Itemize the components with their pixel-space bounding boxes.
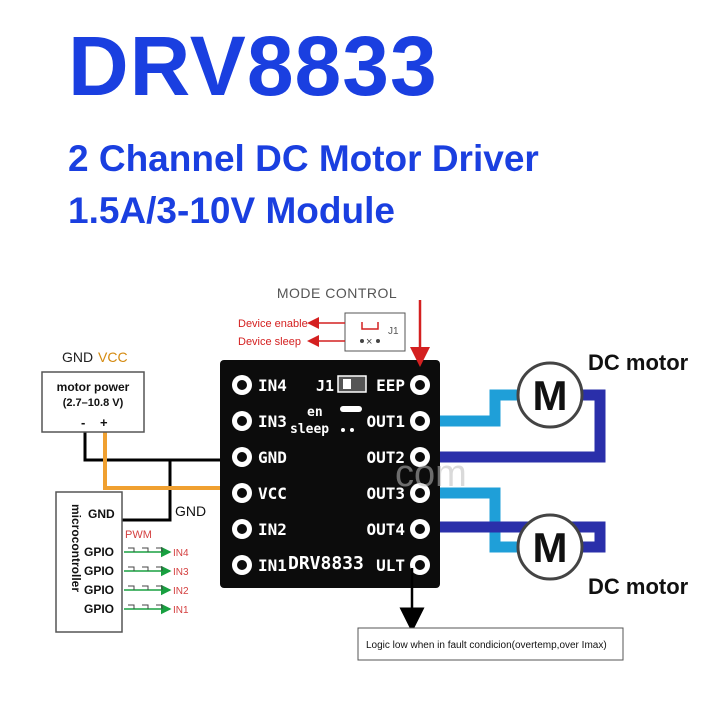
board-jumper-label: J1 xyxy=(316,377,334,395)
motor-power-range: (2.7–10.8 V) xyxy=(63,397,124,409)
board-jumper-block xyxy=(337,375,367,393)
pin-label-in3: IN3 xyxy=(258,412,287,431)
drv8833-board: IN4 IN3 GND VCC IN2 IN1 EEP OUT1 OUT2 OU… xyxy=(220,360,467,588)
pwm-signals xyxy=(124,546,172,615)
pin-label-in4: IN4 xyxy=(258,376,287,395)
left-pin-pads xyxy=(232,375,252,575)
power-vcc-label: VCC xyxy=(98,349,128,365)
motor-top: M DC motor xyxy=(516,350,689,429)
mode-control: MODE CONTROL × J1 Device enable Device s… xyxy=(238,285,430,367)
motor-bottom-wires xyxy=(420,487,606,553)
pin-label-out2: OUT2 xyxy=(366,448,405,467)
pin-label-out4: OUT4 xyxy=(366,520,405,539)
mode-jumper-label: J1 xyxy=(388,326,399,337)
gpio-label-4: GPIO xyxy=(84,602,114,616)
gpio-label-2: GPIO xyxy=(84,564,114,578)
mcu-gnd-wire-label: GND xyxy=(175,503,206,519)
motor-top-label: DC motor xyxy=(588,350,689,375)
pin-label-in2: IN2 xyxy=(258,520,287,539)
pwm-in3-label: IN3 xyxy=(173,567,189,578)
subtitle-channel: 2 Channel DC Motor Driver xyxy=(68,138,539,179)
device-enable-label: Device enable xyxy=(238,318,308,330)
pin-label-eep: EEP xyxy=(376,376,405,395)
subtitle-module: 1.5A/3-10V Module xyxy=(68,190,395,231)
microcontroller: microcontroller GND GND PWM GPIO GPIO GP… xyxy=(55,491,206,633)
motor-top-symbol: M xyxy=(533,372,568,419)
gpio-label-1: GPIO xyxy=(84,545,114,559)
microcontroller-label: microcontroller xyxy=(69,504,83,592)
pwm-label: PWM xyxy=(125,529,152,541)
page-title: DRV8833 xyxy=(68,19,438,113)
mode-jumper-box xyxy=(344,312,406,352)
motor-top-wires xyxy=(420,389,606,463)
microcontroller-box xyxy=(55,491,123,633)
pwm-in1-label: IN1 xyxy=(173,605,189,616)
motor-power-title: motor power xyxy=(57,380,130,394)
motor-bottom-label: DC motor xyxy=(588,574,689,599)
motor-bottom-circle xyxy=(516,513,584,581)
gpio-label-3: GPIO xyxy=(84,583,114,597)
fault-note-box xyxy=(357,627,624,661)
motor-bottom-symbol: M xyxy=(533,524,568,571)
device-sleep-label: Device sleep xyxy=(238,336,301,348)
motor-top-circle xyxy=(516,361,584,429)
pin-label-ult: ULT xyxy=(376,556,405,575)
board-en-label: en xyxy=(307,405,323,420)
motor-power-box xyxy=(41,371,145,433)
board-name: DRV8833 xyxy=(288,553,364,574)
pwm-in4-label: IN4 xyxy=(173,548,189,559)
pin-label-in1: IN1 xyxy=(258,556,287,575)
mode-control-label: MODE CONTROL xyxy=(277,285,397,301)
fault-note: Logic low when in fault condicion(overte… xyxy=(366,640,607,651)
svg-text:×: × xyxy=(366,336,372,348)
right-pin-pads xyxy=(410,375,430,575)
pin-label-gnd: GND xyxy=(258,448,287,467)
watermark: com xyxy=(395,453,467,495)
board-sleep-label: sleep xyxy=(290,422,329,437)
pin-label-out1: OUT1 xyxy=(366,412,405,431)
power-gnd-label: GND xyxy=(62,349,93,365)
pin-label-vcc: VCC xyxy=(258,484,287,503)
motor-power: GND VCC motor power (2.7–10.8 V) - + xyxy=(41,349,145,433)
motor-bottom: M DC motor xyxy=(516,513,689,599)
mcu-gnd-label: GND xyxy=(88,507,115,521)
power-minus: - xyxy=(81,415,85,430)
pin-label-out3: OUT3 xyxy=(366,484,405,503)
pwm-in2-label: IN2 xyxy=(173,586,189,597)
power-plus: + xyxy=(100,415,108,430)
